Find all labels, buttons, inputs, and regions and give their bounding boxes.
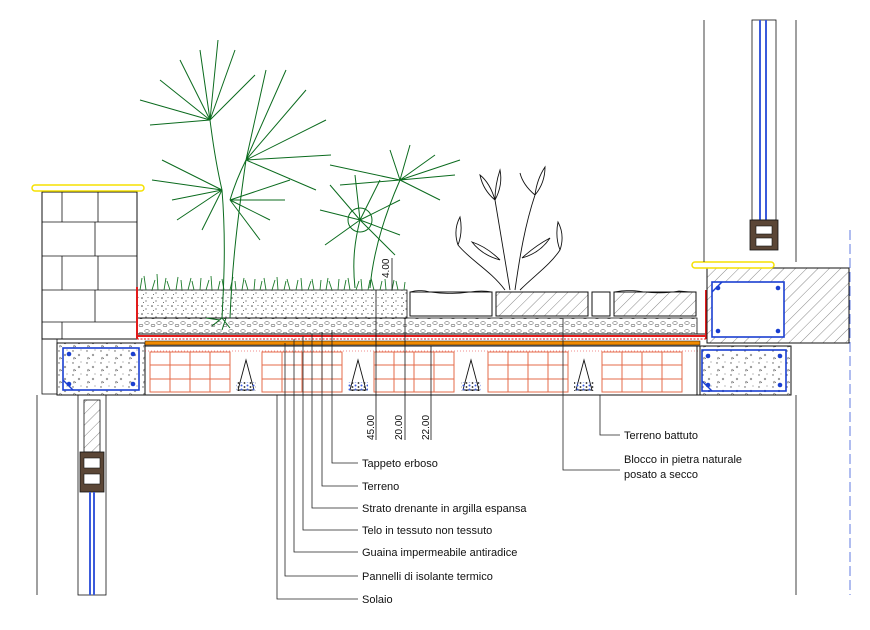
label-guaina: Guaina impermeabile antiradice [362, 547, 517, 559]
label-pannelli: Pannelli di isolante termico [362, 571, 493, 583]
label-blocco-line2: posato a secco [624, 469, 698, 481]
floor-slab [144, 345, 701, 396]
waterproof-root-barrier [136, 287, 707, 340]
hollow-clay-blocks [149, 351, 683, 393]
label-strato-drenante: Strato drenante in argilla espansa [362, 503, 527, 515]
label-terreno-battuto: Terreno battuto [624, 430, 698, 442]
label-tappeto-erboso: Tappeto erboso [362, 458, 438, 470]
drainage-layer-expanded-clay [136, 317, 698, 335]
dimension-lines [375, 258, 432, 440]
dimension-22-00: 22.00 [421, 415, 432, 440]
right-threshold-beam [691, 261, 850, 396]
fan-palm-small [319, 144, 461, 289]
label-blocco-line1: Blocco in pietra naturale [624, 454, 742, 466]
growing-medium-soil [136, 289, 408, 319]
grass-turf [139, 273, 406, 291]
dimension-20-00: 20.00 [394, 415, 405, 440]
palm-tree-large [139, 39, 332, 331]
left-coping-cap [31, 184, 145, 192]
left-concrete-beam [56, 342, 146, 396]
left-window-frame [36, 394, 107, 596]
label-terreno: Terreno [362, 481, 399, 493]
label-telo: Telo in tessuto non tessuto [362, 525, 492, 537]
label-solaio: Solaio [362, 594, 393, 606]
slab-joists [145, 350, 700, 391]
thermal-insulation-panels [144, 340, 701, 346]
annotation-leaders [276, 318, 620, 600]
shrub-plant [455, 165, 563, 291]
natural-stone-blocks [409, 290, 697, 317]
dimension-45-00: 45.00 [366, 415, 377, 440]
right-window-frame [703, 19, 851, 595]
dimension-4-00: 4.00 [381, 258, 392, 278]
